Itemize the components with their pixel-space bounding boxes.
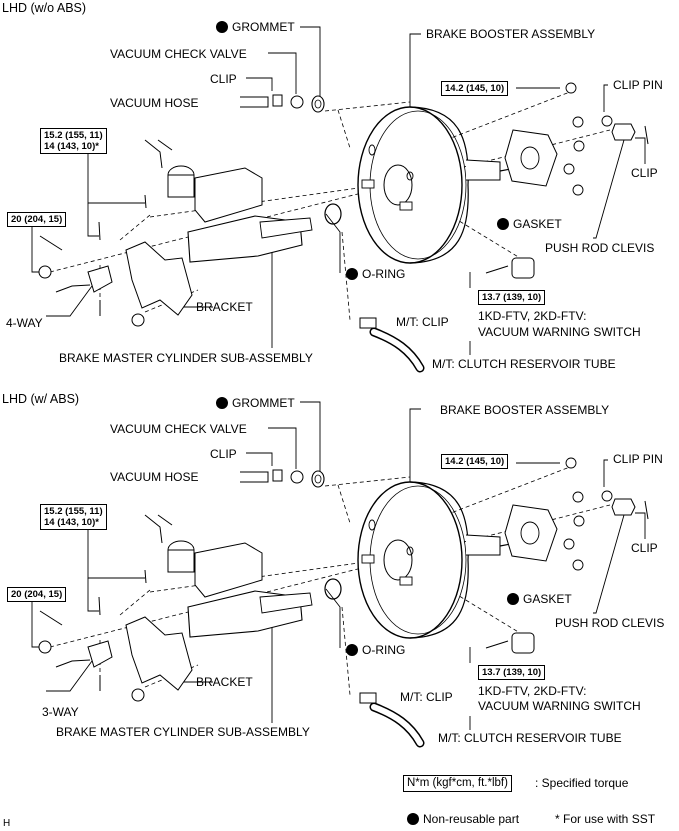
reservoir-tube-label: M/T: CLUTCH RESERVOIR TUBE xyxy=(432,357,616,371)
clip-pin-label: CLIP PIN xyxy=(613,452,663,466)
corner-mark: H xyxy=(3,818,11,829)
legend-nonreusable: Non-reusable part xyxy=(407,812,519,826)
torque-union: 20 (204, 15) xyxy=(7,212,67,227)
vacuum-check-valve-label: VACUUM CHECK VALVE xyxy=(110,47,247,61)
brake-booster-label: BRAKE BOOSTER ASSEMBLY xyxy=(440,403,610,417)
legend-torque-box: N*m (kgf*cm, ft.*lbf) xyxy=(403,775,512,792)
non-reusable-dot-icon xyxy=(346,644,358,656)
torque-union: 20 (204, 15) xyxy=(7,587,67,602)
brake-booster-label: BRAKE BOOSTER ASSEMBLY xyxy=(426,27,596,41)
way-label: 3-WAY xyxy=(42,705,79,719)
reservoir-tube-label: M/T: CLUTCH RESERVOIR TUBE xyxy=(438,731,622,745)
section-title: LHD (w/ ABS) xyxy=(2,392,80,406)
legend-sst: * For use with SST xyxy=(555,812,656,826)
non-reusable-dot-icon xyxy=(216,397,228,409)
non-reusable-dot-icon xyxy=(407,813,419,825)
non-reusable-dot-icon xyxy=(497,218,509,230)
torque-switch: 13.7 (139, 10) xyxy=(478,665,546,680)
torque-tube-nut: 15.2 (155, 11)14 (143, 10)* xyxy=(40,504,107,530)
bracket-label: BRACKET xyxy=(196,300,253,314)
switch-label-line1: 1KD-FTV, 2KD-FTV: xyxy=(478,309,587,323)
grommet-label: GROMMET xyxy=(216,396,295,410)
gasket-label: GASKET xyxy=(497,217,562,231)
gasket-label: GASKET xyxy=(507,592,572,606)
o-ring-label: O-RING xyxy=(346,643,405,657)
mt-clip-label: M/T: CLIP xyxy=(400,690,453,704)
push-rod-clevis-label: PUSH ROD CLEVIS xyxy=(545,241,655,255)
torque-booster-nut: 14.2 (145, 10) xyxy=(441,454,509,469)
master-cylinder-label: BRAKE MASTER CYLINDER SUB-ASSEMBLY xyxy=(56,725,310,739)
legend-torque-text: : Specified torque xyxy=(535,776,629,790)
switch-label-line1: 1KD-FTV, 2KD-FTV: xyxy=(478,684,587,698)
bracket-label: BRACKET xyxy=(196,675,253,689)
section-title: LHD (w/o ABS) xyxy=(2,1,87,15)
clip-right-label: CLIP xyxy=(631,166,658,180)
way-label: 4-WAY xyxy=(6,316,43,330)
vacuum-hose-label: VACUUM HOSE xyxy=(110,470,199,484)
vacuum-hose-label: VACUUM HOSE xyxy=(110,96,199,110)
torque-switch: 13.7 (139, 10) xyxy=(478,290,546,305)
clip-pin-label: CLIP PIN xyxy=(613,78,663,92)
mt-clip-label: M/T: CLIP xyxy=(396,315,449,329)
non-reusable-dot-icon xyxy=(216,21,228,33)
non-reusable-dot-icon xyxy=(507,593,519,605)
push-rod-clevis-label: PUSH ROD CLEVIS xyxy=(555,616,665,630)
master-cylinder-label: BRAKE MASTER CYLINDER SUB-ASSEMBLY xyxy=(59,351,313,365)
switch-label-line2: VACUUM WARNING SWITCH xyxy=(478,699,641,713)
clip-label: CLIP xyxy=(210,72,237,86)
vacuum-check-valve-label: VACUUM CHECK VALVE xyxy=(110,422,247,436)
non-reusable-dot-icon xyxy=(346,268,358,280)
switch-label-line2: VACUUM WARNING SWITCH xyxy=(478,325,641,339)
o-ring-label: O-RING xyxy=(346,267,405,281)
torque-tube-nut: 15.2 (155, 11)14 (143, 10)* xyxy=(40,128,107,154)
grommet-label: GROMMET xyxy=(216,20,295,34)
torque-booster-nut: 14.2 (145, 10) xyxy=(441,81,509,96)
clip-right-label: CLIP xyxy=(631,541,658,555)
clip-label: CLIP xyxy=(210,447,237,461)
